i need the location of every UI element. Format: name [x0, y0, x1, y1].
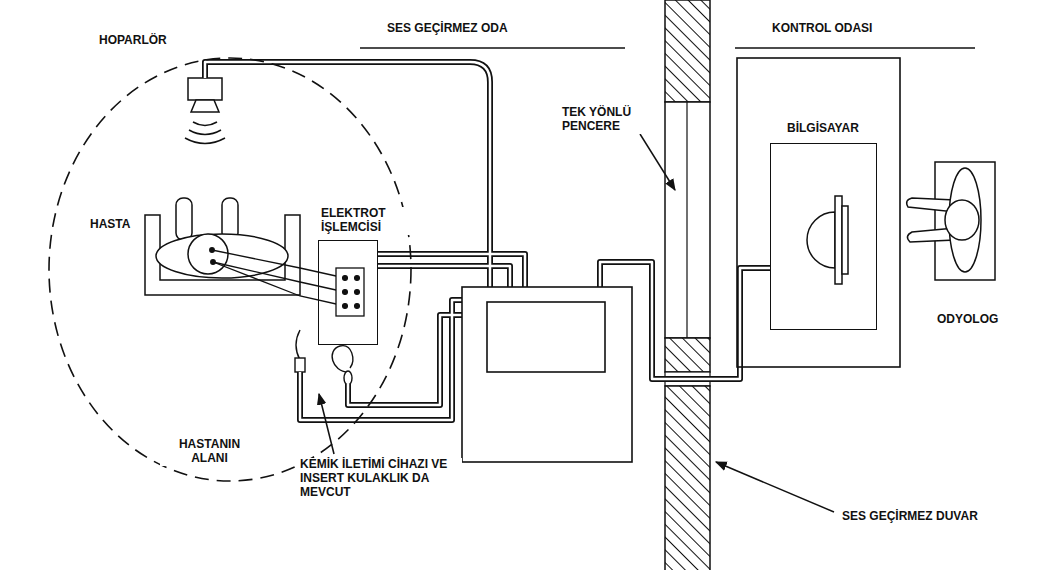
room-heading: SES GEÇİRMEZ ODA [385, 22, 510, 36]
speaker-symbol [185, 78, 225, 144]
header-rule [735, 47, 975, 49]
audiologist-figure [907, 162, 995, 280]
patient-area-region: HASTANIN ALANI ELEKTROT İŞLEMCİSİ [48, 57, 412, 482]
header-rule [360, 47, 625, 49]
node-label: HASTANIN ALANI [160, 438, 259, 466]
electrode-processor-box: ELEKTROT İŞLEMCİSİ [318, 240, 378, 345]
leader-arrow [640, 134, 675, 190]
electrode-leads [212, 250, 345, 306]
note-label: KEMİK İLETİMİ CİHAZI VE INSERT KULAKLIK … [298, 458, 462, 499]
control-desk [737, 58, 900, 367]
leader-arrow [716, 462, 834, 512]
audiometer-unit [462, 287, 632, 462]
part-label: TEK YÖNLÜ PENCERE [560, 106, 644, 134]
monitor-symbol [807, 196, 848, 284]
region-outline [49, 58, 411, 481]
patient-figure [145, 198, 300, 295]
node-label: ELEKTROT İŞLEMCİSİ [319, 207, 415, 235]
part-label: HOPARLÖR [97, 34, 169, 48]
room-heading: KONTROL ODASI [770, 22, 874, 36]
electrode-contacts [336, 268, 364, 316]
region-outline [48, 57, 412, 482]
part-label: SES GEÇİRMEZ DUVAR [840, 510, 980, 524]
cable-outline [205, 62, 770, 420]
soundproof-wall [665, 0, 710, 570]
bone-conduction-device [295, 330, 353, 385]
cable-core [205, 62, 770, 420]
part-label: ODYOLOG [935, 313, 1000, 327]
part-label: HASTA [88, 218, 132, 232]
node-label: BİLGİSAYAR [785, 122, 861, 136]
computer-box: BİLGİSAYAR [770, 143, 877, 330]
